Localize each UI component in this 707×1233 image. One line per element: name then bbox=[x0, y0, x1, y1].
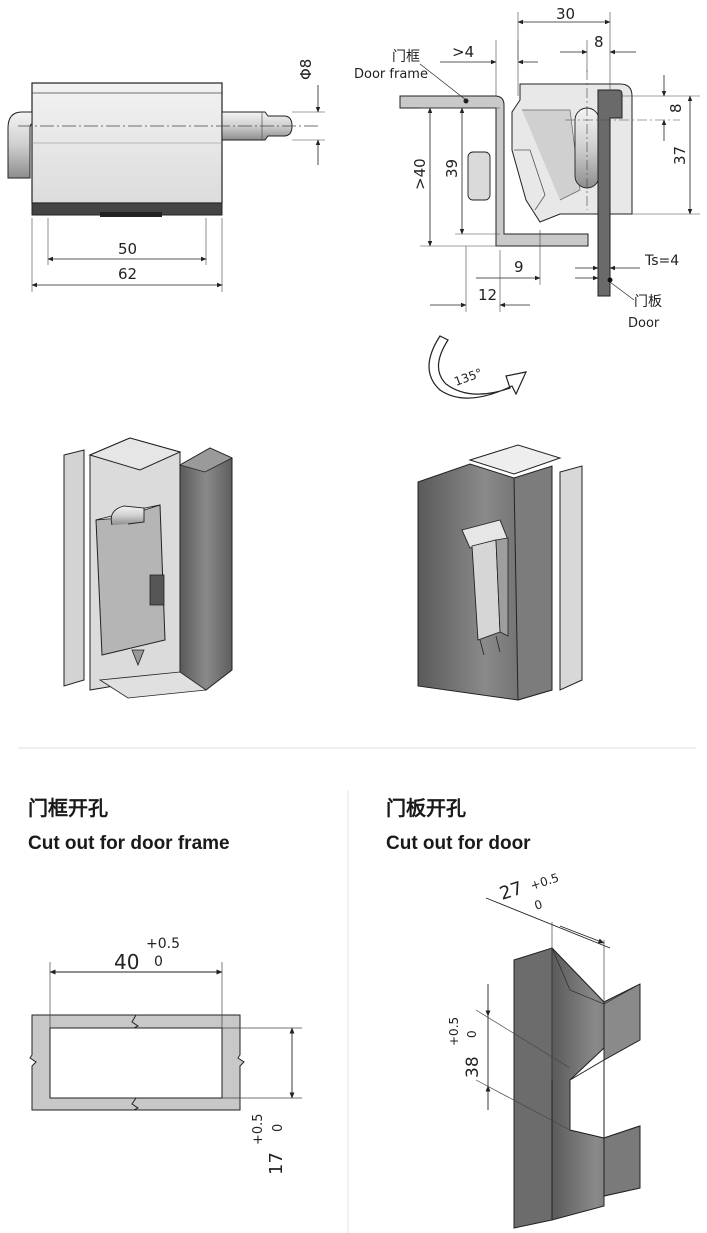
iso-view-right bbox=[417, 444, 583, 701]
door-panel-side bbox=[513, 947, 553, 1229]
cutout-frame-title-cn: 门框开孔 bbox=[28, 796, 108, 820]
dim-62: 62 bbox=[118, 265, 137, 283]
label-door-frame-cn: 门框 bbox=[392, 49, 420, 65]
dim-gt40: >40 bbox=[411, 158, 429, 190]
door-profile bbox=[597, 89, 623, 297]
rotation-angle: 135° bbox=[452, 366, 484, 389]
dim-12: 12 bbox=[478, 286, 497, 304]
cutout-door-width-tol-upper: +0.5 bbox=[529, 871, 561, 893]
cutout-door-height: 38 bbox=[463, 1056, 483, 1078]
iso-frame bbox=[179, 447, 233, 691]
dim-gt4: >4 bbox=[452, 43, 474, 61]
label-door-frame-en: Door frame bbox=[354, 67, 428, 82]
frame-cutout-hole bbox=[49, 1027, 223, 1099]
label-door-cn: 门板 bbox=[634, 294, 662, 310]
dim-39: 39 bbox=[443, 159, 461, 178]
cutout-frame-width-tol-upper: +0.5 bbox=[146, 936, 180, 952]
dim-phi8: Φ8 bbox=[297, 59, 315, 80]
cutout-frame-height: 17 bbox=[266, 1152, 287, 1175]
cutout-door-panel: 门板开孔 Cut out for door 27 +0.5 0 38 +0.5 … bbox=[386, 796, 641, 1229]
cutout-frame-width: 40 bbox=[114, 950, 139, 974]
latch-knob bbox=[7, 111, 33, 179]
cutout-frame-height-tol-upper: +0.5 bbox=[251, 1113, 266, 1145]
cutout-door-height-tol-lower: 0 bbox=[465, 1030, 479, 1038]
dim-9: 9 bbox=[514, 258, 524, 276]
cutout-door-title-en: Cut out for door bbox=[386, 833, 531, 854]
cutout-frame-panel: 门框开孔 Cut out for door frame 40 +0.5 0 17… bbox=[28, 796, 302, 1175]
dim-30: 30 bbox=[556, 5, 575, 23]
cutout-frame-height-tol-lower: 0 bbox=[271, 1124, 286, 1132]
label-door-en: Door bbox=[628, 316, 660, 331]
dim-8-top: 8 bbox=[594, 33, 604, 51]
dim-8-right: 8 bbox=[667, 103, 685, 113]
cutout-door-height-tol-upper: +0.5 bbox=[447, 1017, 461, 1046]
section-view: 30 8 >4 门框 Door frame 8 37 >40 39 bbox=[354, 5, 700, 399]
dim-50: 50 bbox=[118, 240, 137, 258]
cutout-door-width-tol-lower: 0 bbox=[533, 897, 545, 913]
iso-view-left bbox=[63, 437, 233, 699]
cutout-door-title-cn: 门板开孔 bbox=[386, 796, 466, 820]
dim-ts4: Ts=4 bbox=[644, 253, 679, 269]
side-view: Φ8 50 62 bbox=[7, 59, 325, 292]
cutout-frame-width-tol-lower: 0 bbox=[154, 954, 163, 970]
rotation-arrow-icon bbox=[428, 335, 528, 399]
cutout-frame-title-en: Cut out for door frame bbox=[28, 833, 230, 854]
iso-knob bbox=[110, 505, 145, 526]
dim-37: 37 bbox=[671, 146, 689, 165]
cutout-door-width: 27 bbox=[497, 878, 525, 905]
